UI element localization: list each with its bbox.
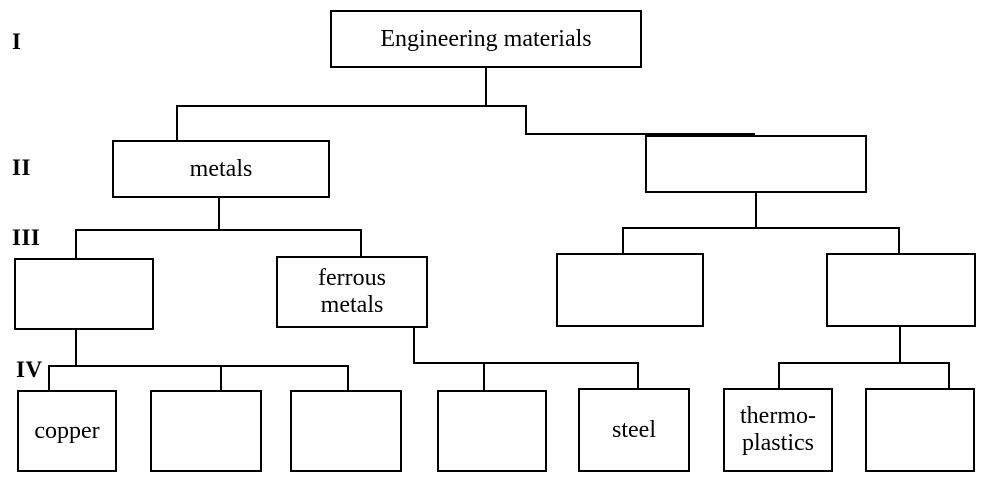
connector-c-l4b3-up	[483, 362, 485, 390]
connector-c-root-drop	[485, 68, 487, 107]
connector-c-l3b3-down	[899, 327, 901, 364]
node-level3-blank-2[interactable]	[556, 253, 704, 327]
node-engineering-materials[interactable]: Engineering materials	[330, 10, 642, 68]
level-label-level-4: IV	[16, 357, 43, 382]
node-copper[interactable]: copper	[17, 390, 117, 472]
connector-c-level4M-bus	[413, 362, 639, 364]
node-metals[interactable]: metals	[112, 140, 330, 198]
connector-c-right2-bus-top	[525, 133, 755, 135]
level-label-level-2: II	[12, 155, 31, 180]
connector-c-level3L-bus	[75, 229, 362, 231]
node-thermoplastics[interactable]: thermo- plastics	[723, 388, 833, 472]
node-level4-blank-3[interactable]	[437, 390, 547, 472]
node-level3-blank-1[interactable]	[14, 258, 154, 330]
connector-c-level2-bus	[176, 105, 527, 107]
connector-c-level4R-bus	[778, 362, 950, 364]
node-label-copper: copper	[34, 417, 100, 444]
connector-c-right2-drop	[755, 193, 757, 229]
connector-c-ferrous-drop	[360, 229, 362, 258]
connector-c-l3b1-drop	[75, 229, 77, 260]
node-level2-right-blank[interactable]	[645, 135, 867, 193]
node-ferrous-metals[interactable]: ferrous metals	[276, 256, 428, 328]
connector-c-level3R-bus	[622, 227, 900, 229]
connector-c-metals-drop	[218, 198, 220, 231]
connector-c-right2-up	[525, 105, 527, 135]
connector-c-l3b2-drop	[622, 227, 624, 255]
node-level3-blank-3[interactable]	[826, 253, 976, 327]
connector-c-l3b3-drop	[898, 227, 900, 255]
connector-c-l3b1-down	[75, 330, 77, 367]
level-label-level-3: III	[12, 225, 41, 250]
connector-c-steel-up	[637, 362, 639, 390]
connector-c-ferrous-down	[413, 328, 415, 364]
connector-c-l4b2-up	[347, 365, 349, 392]
node-level4-blank-4[interactable]	[865, 388, 975, 472]
connector-c-l4b1-up	[220, 365, 222, 392]
connector-c-metals-up	[176, 105, 178, 142]
node-label-steel: steel	[612, 416, 656, 443]
connector-c-l4b4-up	[948, 362, 950, 390]
connector-c-copper-up	[48, 365, 50, 392]
level-label-level-1: I	[12, 29, 22, 54]
node-label-thermoplastics: thermo- plastics	[740, 403, 816, 456]
node-level4-blank-2[interactable]	[290, 390, 402, 472]
connector-c-thermo-up	[778, 362, 780, 390]
node-label-engineering-materials: Engineering materials	[380, 25, 592, 52]
node-label-ferrous-metals: ferrous metals	[318, 265, 386, 318]
node-label-metals: metals	[189, 155, 253, 182]
node-steel[interactable]: steel	[578, 388, 690, 472]
connector-c-level4L-bus	[48, 365, 349, 367]
node-level4-blank-1[interactable]	[150, 390, 262, 472]
